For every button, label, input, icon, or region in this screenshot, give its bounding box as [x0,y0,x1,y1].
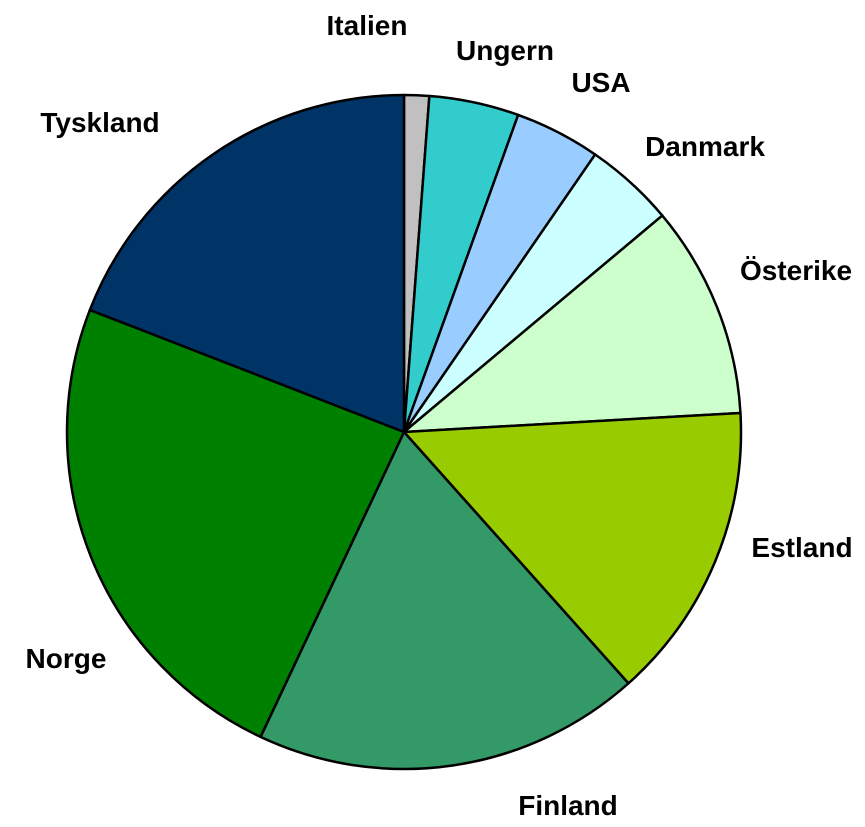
pie-labels: Italien Ungern USA Danmark Österike Estl… [26,10,853,821]
pie-slice-osterike [402,214,742,434]
slice-label-norge: Norge [26,643,107,674]
pie-slice-estland [402,411,743,685]
slice-label-italien: Italien [327,10,408,41]
slice-label-finland: Finland [518,790,618,821]
pie-slice-norge [65,308,406,739]
pie-slice-tyskland [88,93,406,434]
pie-slice-finland [259,430,630,771]
pie-slices [65,93,743,771]
slice-label-osterike: Österike [740,255,852,286]
slice-label-tyskland: Tyskland [40,107,159,138]
slice-label-usa: USA [571,67,630,98]
slice-label-danmark: Danmark [645,131,765,162]
slice-label-estland: Estland [751,532,852,563]
slice-label-ungern: Ungern [456,35,554,66]
